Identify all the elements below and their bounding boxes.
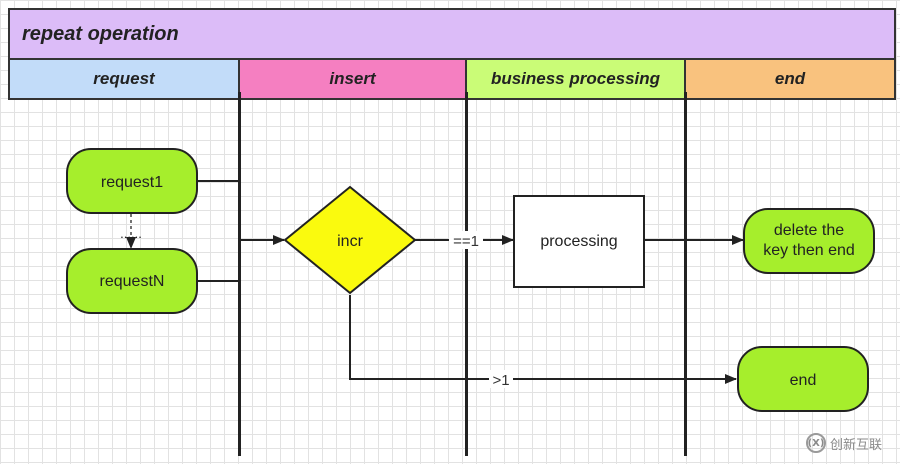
lane-divider-insert-business — [465, 92, 468, 456]
swimlane-diagram: repeat operation request insert business… — [8, 8, 898, 464]
edge-request1-to-incr — [197, 180, 285, 245]
node-request1-label: request1 — [101, 174, 163, 191]
node-delete-key-line2: key then end — [763, 242, 855, 259]
node-requestN-label: requestN — [100, 273, 165, 290]
node-processing: processing — [513, 195, 645, 288]
lane-header-insert: insert — [238, 60, 467, 100]
node-delete-key: delete the key then end — [743, 208, 875, 274]
edge-label-equals-one: ==1 — [453, 233, 479, 250]
ellipsis-label: ...... — [120, 226, 142, 241]
node-request1: request1 — [66, 148, 198, 214]
lane-header-request: request — [8, 60, 240, 100]
decision-incr: incr — [283, 185, 417, 295]
watermark: (X) 创新互联 — [806, 428, 898, 458]
lane-divider-business-end — [684, 92, 687, 456]
edge-requestN-to-incr — [197, 240, 240, 282]
node-end: end — [737, 346, 869, 412]
watermark-logo-icon: (X) — [806, 433, 826, 453]
edge-incr-to-end — [349, 295, 737, 384]
lane-header-business-processing: business processing — [465, 60, 686, 100]
watermark-text: 创新互联 — [830, 437, 883, 453]
node-end-label: end — [790, 372, 817, 389]
decision-incr-label: incr — [337, 233, 363, 250]
edge-label-greater-one: >1 — [492, 372, 509, 389]
node-delete-key-line1: delete the — [774, 222, 844, 239]
lane-header-end: end — [684, 60, 896, 100]
node-processing-label: processing — [540, 233, 617, 250]
diagram-title: repeat operation — [8, 8, 896, 60]
node-requestN: requestN — [66, 248, 198, 314]
